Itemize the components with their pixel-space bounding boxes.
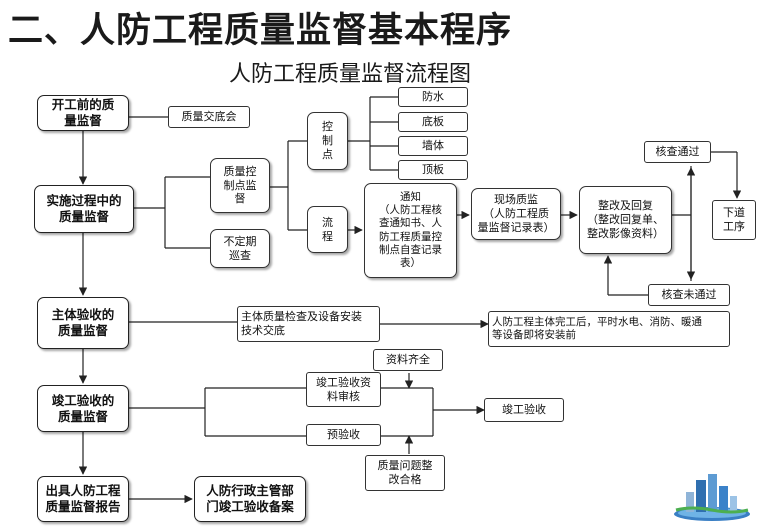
irregular-inspection-box: 不定期 巡查 xyxy=(210,229,270,268)
quality-issue-fixed-box: 质量问题整 改合格 xyxy=(365,455,445,491)
rectify-reply-box: 整改及回复 （整改回复单、 整改影像资料） xyxy=(579,186,672,254)
page-title: 二、人防工程质量监督基本程序 xyxy=(8,11,513,51)
next-process-box: 下道 工序 xyxy=(712,200,756,240)
check-fail-box: 核查未通过 xyxy=(648,284,730,306)
floor-slab-box: 底板 xyxy=(398,112,468,132)
diagram-title: 人防工程质量监督流程图 xyxy=(228,62,471,87)
completion-docs-review-box: 竣工验收资 料审核 xyxy=(306,372,381,407)
stage-pre-construction: 开工前的质 量监督 xyxy=(37,95,129,131)
roof-slab-box: 顶板 xyxy=(398,160,468,180)
check-pass-box: 核查通过 xyxy=(644,141,711,163)
stage-filing: 人防行政主管部 门竣工验收备案 xyxy=(194,476,306,522)
stage-completion-acceptance: 竣工验收的 质量监督 xyxy=(37,385,129,432)
control-point-supervision-box: 质量控 制点监 督 xyxy=(210,158,270,213)
wall-box: 墙体 xyxy=(398,136,468,156)
docs-complete-box: 资料齐全 xyxy=(373,349,443,371)
completion-acceptance-box: 竣工验收 xyxy=(484,398,564,422)
notice-box: 通知 （人防工程核 查通知书、人 防工程质量控 制点自查记录 表） xyxy=(364,183,457,278)
stage-main-acceptance: 主体验收的 质量监督 xyxy=(37,297,129,349)
main-complete-note-box: 人防工程主体完工后，平时水电、消防、暖通 等设备即将安装前 xyxy=(488,311,730,347)
tech-brief-box: 质量交底会 xyxy=(168,106,250,128)
control-point-box: 控 制 点 xyxy=(307,112,348,170)
pre-acceptance-box: 预验收 xyxy=(306,424,381,446)
site-supervision-box: 现场质监 （人防工程质 量监督记录表） xyxy=(471,188,561,240)
stage-construction-process: 实施过程中的 质量监督 xyxy=(34,185,134,233)
main-inspection-box: 主体质量检查及设备安装 技术交底 xyxy=(237,306,380,342)
stage-supervision-report: 出具人防工程 质量监督报告 xyxy=(37,476,129,522)
building-logo-icon xyxy=(674,474,750,521)
process-box: 流 程 xyxy=(307,206,348,253)
waterproof-box: 防水 xyxy=(398,87,468,107)
